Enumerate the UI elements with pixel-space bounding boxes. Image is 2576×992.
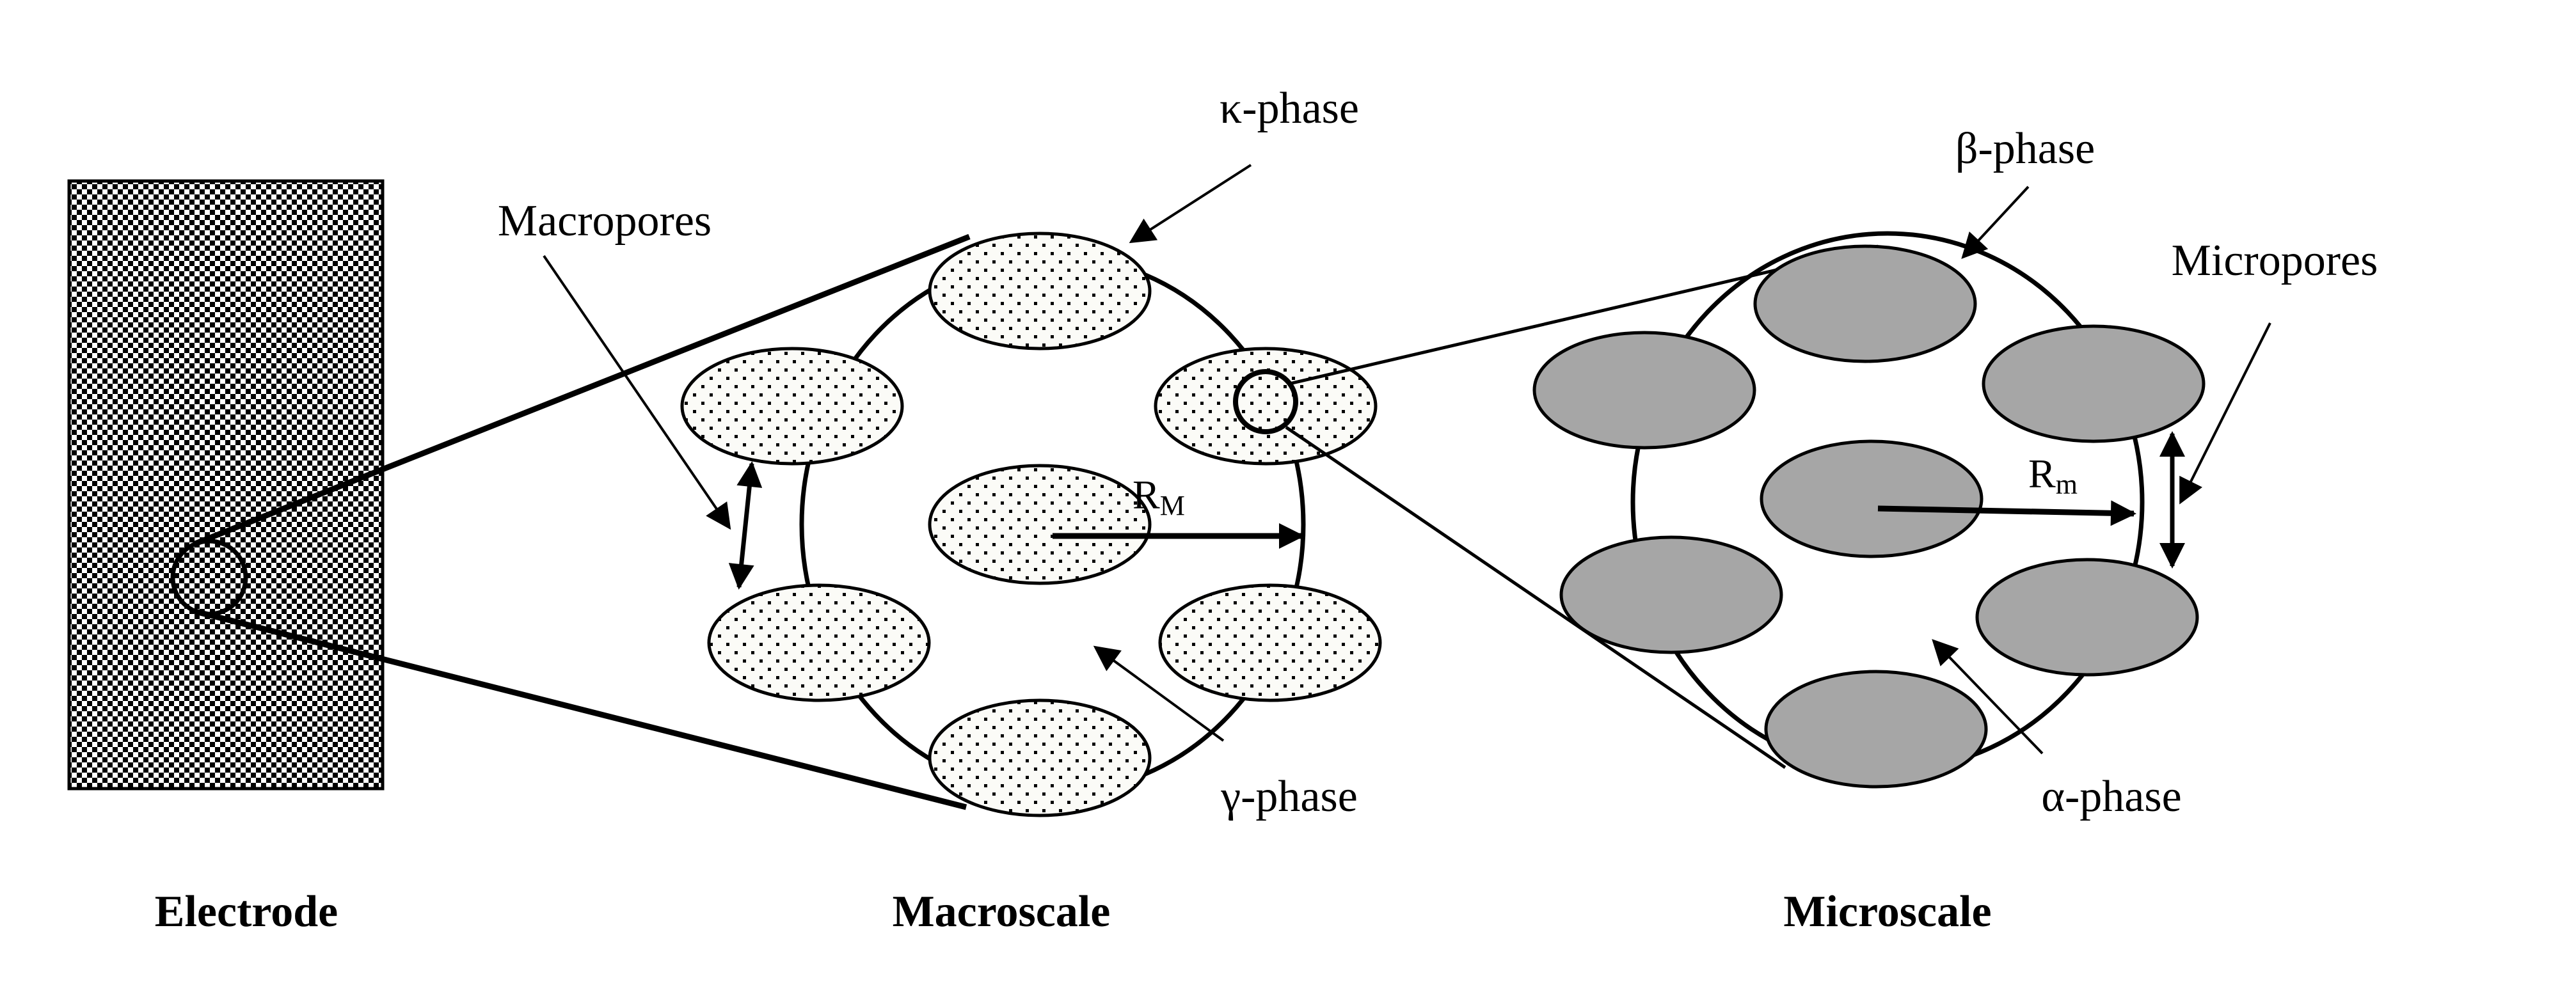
- radius-micro-label: Rm: [2028, 451, 2078, 500]
- electrode-title: Electrode: [155, 887, 338, 936]
- gamma-phase-label: γ-phase: [1220, 772, 1358, 821]
- micropores-label: Micropores: [2172, 236, 2378, 285]
- alpha-phase-label: α-phase: [2041, 772, 2181, 821]
- zoom-line-upper: [194, 233, 971, 547]
- alpha-particle: [1532, 331, 1756, 450]
- alpha-phase-pointer: [1932, 639, 2044, 755]
- electrode-block: [67, 179, 385, 791]
- kappa-particle: [1154, 347, 1378, 466]
- kappa-phase-label: κ-phase: [1220, 84, 1359, 133]
- macroscale-title: Macroscale: [893, 887, 1111, 936]
- zoom-line-lower: [194, 608, 967, 810]
- alpha-particle: [1982, 324, 2206, 443]
- kappa-particle: [680, 347, 904, 466]
- beta-phase-label: β-phase: [1955, 124, 2095, 173]
- macropores-pointer: [543, 255, 731, 530]
- alpha-particle: [1764, 670, 1988, 789]
- alpha-particle: [1559, 535, 1783, 654]
- kappa-particle: [928, 464, 1152, 585]
- beta-phase-pointer: [1961, 185, 2030, 259]
- kappa-particle: [928, 232, 1152, 350]
- kappa-phase-pointer: [1129, 164, 1252, 244]
- macropores-label: Macropores: [498, 196, 712, 246]
- microscale-panel: Rm Micropores β-phase α-phase Microscale: [1532, 124, 2378, 936]
- macropores-size-arrow: [728, 461, 763, 590]
- radius-macro-label: RM: [1133, 472, 1185, 521]
- alpha-particle: [1753, 244, 1977, 363]
- alpha-particle: [1760, 439, 1984, 558]
- macroscale-zoom-circle: [1233, 369, 1298, 434]
- radius-micro-arrow: [1877, 500, 2136, 526]
- zoom-line-micro-lower: [1285, 425, 1786, 769]
- kappa-particle: [1158, 583, 1382, 702]
- microscale-title: Microscale: [1783, 887, 1991, 936]
- alpha-particle: [1975, 558, 2199, 677]
- macroscale-panel: RM Macropores κ-phase γ-phase Macroscale: [498, 84, 1879, 936]
- micropores-pointer: [2179, 322, 2271, 505]
- electrode-panel: Electrode: [67, 179, 971, 936]
- kappa-particle: [928, 698, 1152, 817]
- kappa-particle: [707, 583, 931, 702]
- gamma-phase-pointer: [1093, 645, 1225, 742]
